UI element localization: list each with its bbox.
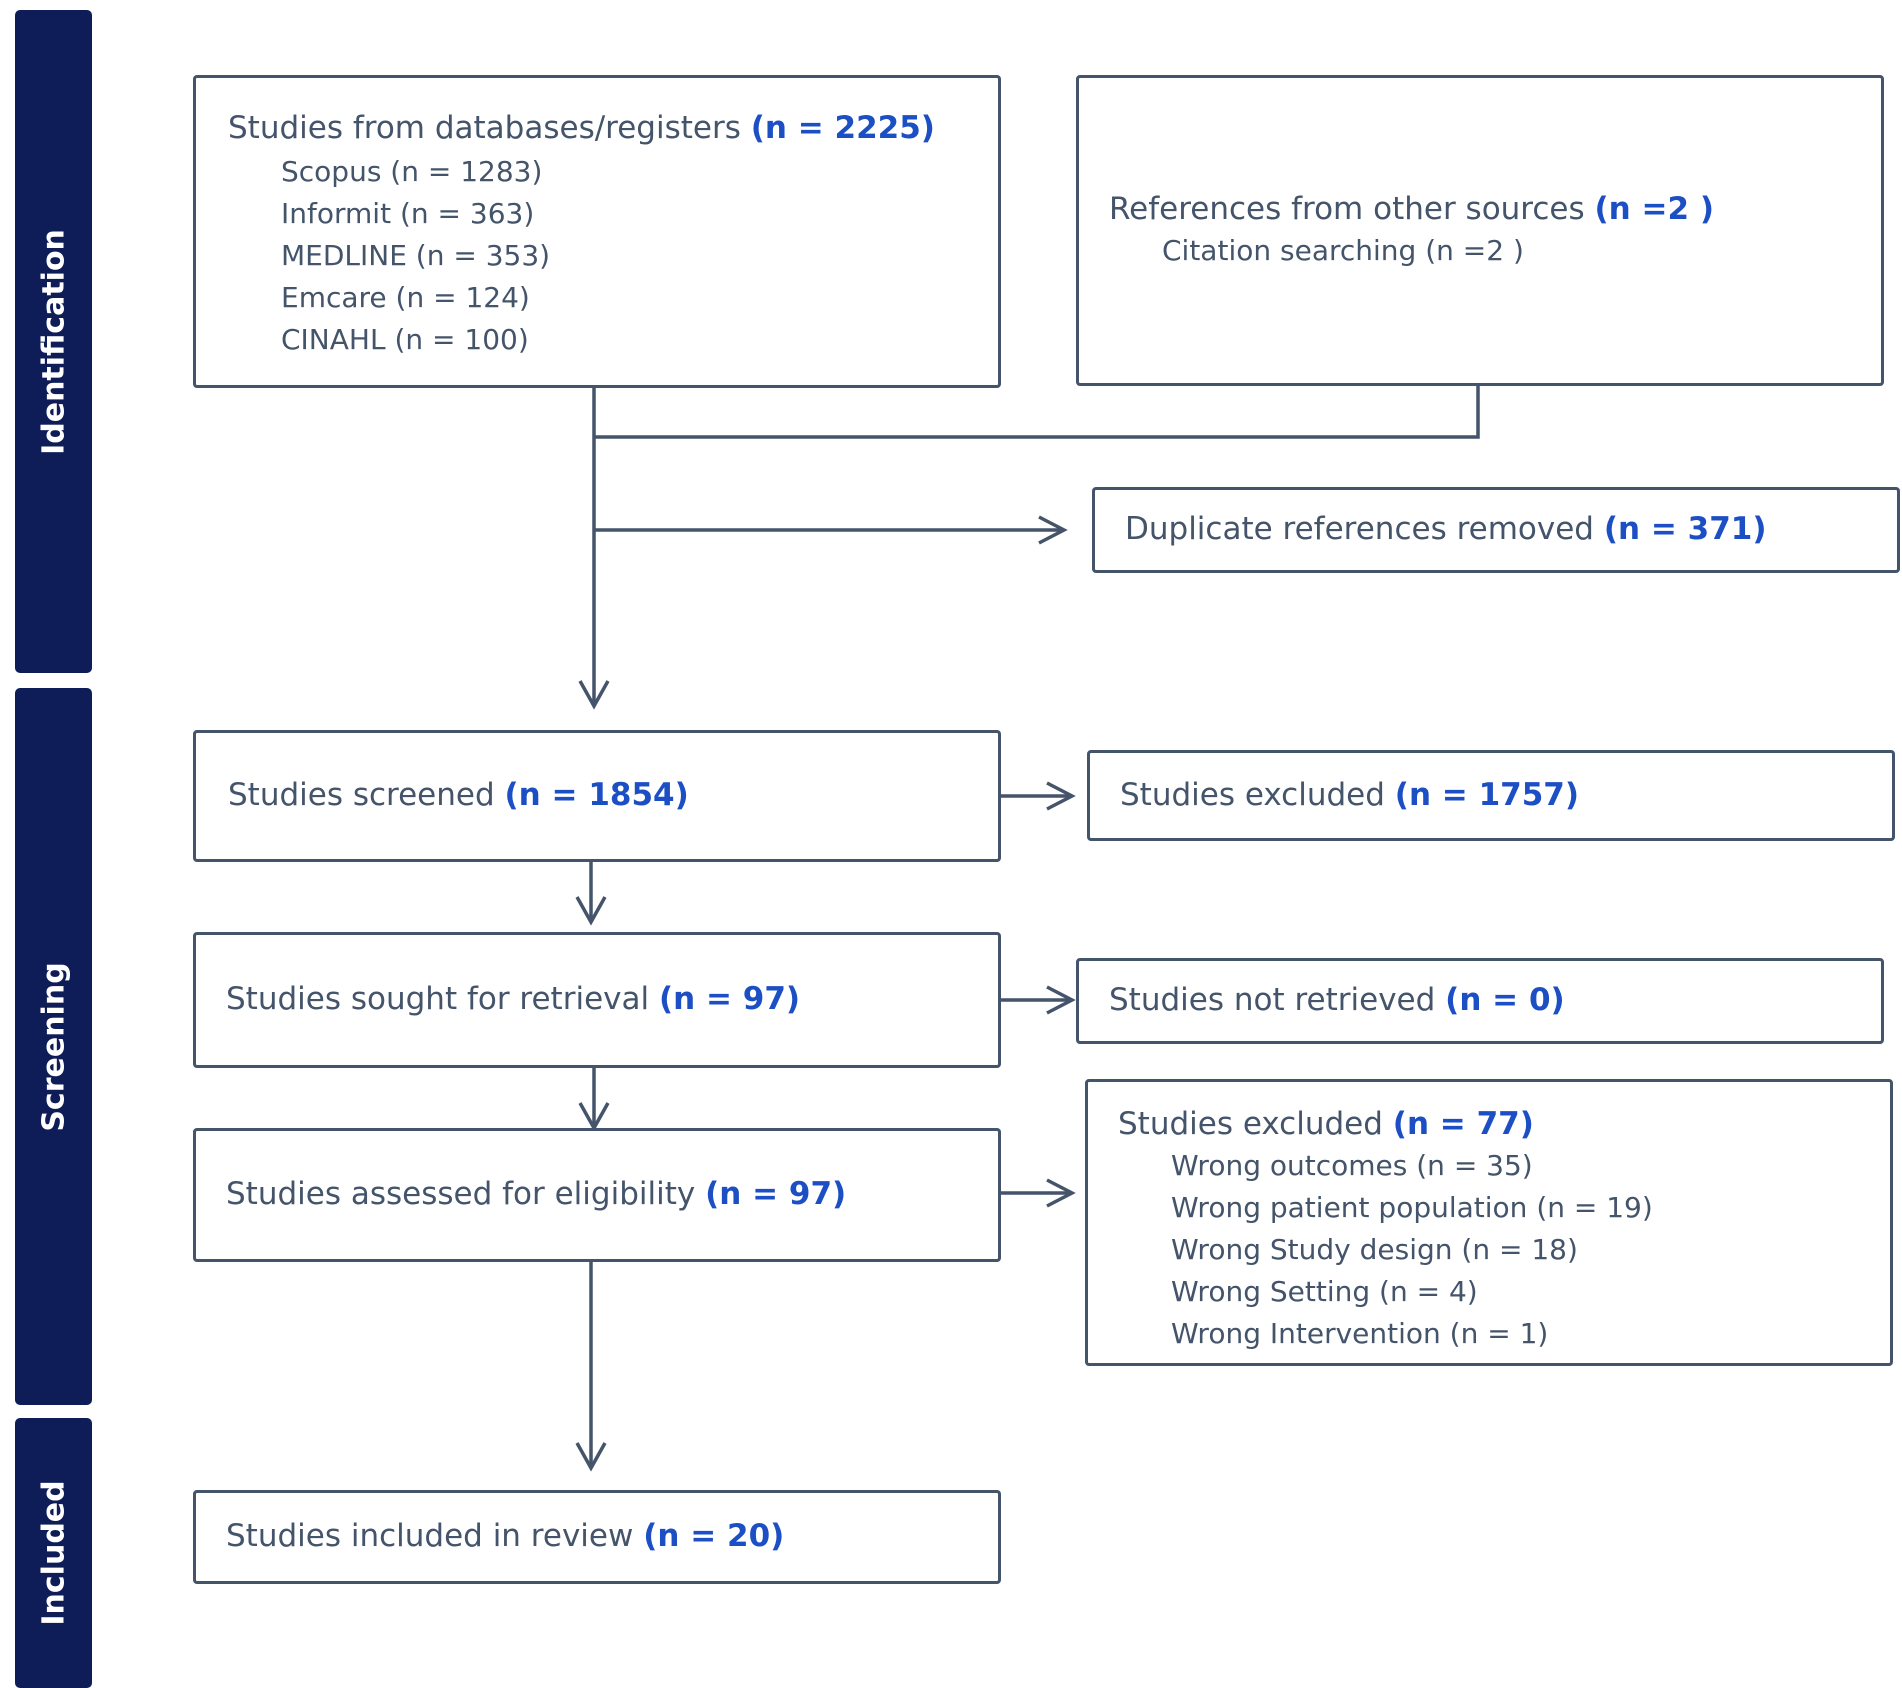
phase-identification: Identification bbox=[15, 10, 92, 673]
phase-included: Included bbox=[15, 1418, 92, 1688]
arrowhead-duplicates bbox=[1038, 515, 1068, 545]
screened-box: Studies screened (n = 1854) bbox=[193, 730, 1001, 862]
not-retrieved-title: Studies not retrieved (n = 0) bbox=[1109, 982, 1565, 1019]
assessed-box: Studies assessed for eligibility (n = 97… bbox=[193, 1128, 1001, 1262]
excluded-eligibility-title: Studies excluded (n = 77) bbox=[1118, 1106, 1534, 1142]
screened-title: Studies screened (n = 1854) bbox=[228, 777, 689, 814]
database-item-scopus: Scopus (n = 1283) bbox=[281, 155, 543, 189]
database-item-informit: Informit (n = 363) bbox=[281, 197, 535, 231]
database-item-emcare: Emcare (n = 124) bbox=[281, 281, 530, 315]
included-box: Studies included in review (n = 20) bbox=[193, 1490, 1001, 1584]
phase-screening: Screening bbox=[15, 688, 92, 1405]
exclusion-reason-outcomes: Wrong outcomes (n = 35) bbox=[1171, 1149, 1533, 1183]
exclusion-reason-intervention: Wrong Intervention (n = 1) bbox=[1171, 1317, 1549, 1351]
exclusion-reason-study-design: Wrong Study design (n = 18) bbox=[1171, 1233, 1578, 1267]
exclusion-reason-population: Wrong patient population (n = 19) bbox=[1171, 1191, 1653, 1225]
included-title: Studies included in review (n = 20) bbox=[226, 1518, 785, 1555]
sought-title: Studies sought for retrieval (n = 97) bbox=[226, 981, 801, 1018]
other-sources-title: References from other sources (n =2 ) bbox=[1109, 191, 1715, 227]
other-source-item-citation: Citation searching (n =2 ) bbox=[1162, 234, 1524, 268]
databases-title: Studies from databases/registers (n = 22… bbox=[228, 110, 935, 146]
sought-box: Studies sought for retrieval (n = 97) bbox=[193, 932, 1001, 1068]
excluded-screening-box: Studies excluded (n = 1757) bbox=[1087, 750, 1895, 841]
not-retrieved-box: Studies not retrieved (n = 0) bbox=[1076, 958, 1884, 1044]
duplicates-box: Duplicate references removed (n = 371) bbox=[1092, 487, 1900, 573]
other-sources-box: References from other sources (n =2 ) Ci… bbox=[1076, 75, 1884, 386]
arrowhead-excluded-screening bbox=[1046, 781, 1076, 811]
database-item-cinahl: CINAHL (n = 100) bbox=[281, 323, 529, 357]
arrowhead-screened bbox=[578, 680, 610, 710]
arrowhead-excluded-eligibility bbox=[1046, 1178, 1076, 1208]
excluded-eligibility-box: Studies excluded (n = 77) Wrong outcomes… bbox=[1085, 1079, 1893, 1366]
excluded-screening-title: Studies excluded (n = 1757) bbox=[1120, 776, 1580, 813]
arrowhead-sought bbox=[575, 896, 607, 926]
arrowhead-not-retrieved bbox=[1046, 985, 1076, 1015]
exclusion-reason-setting: Wrong Setting (n = 4) bbox=[1171, 1275, 1478, 1309]
duplicates-title: Duplicate references removed (n = 371) bbox=[1125, 511, 1767, 548]
arrowhead-included bbox=[575, 1442, 607, 1472]
connector-other-sources-join bbox=[594, 386, 1480, 439]
databases-box: Studies from databases/registers (n = 22… bbox=[193, 75, 1001, 388]
assessed-title: Studies assessed for eligibility (n = 97… bbox=[226, 1176, 847, 1213]
database-item-medline: MEDLINE (n = 353) bbox=[281, 239, 551, 273]
